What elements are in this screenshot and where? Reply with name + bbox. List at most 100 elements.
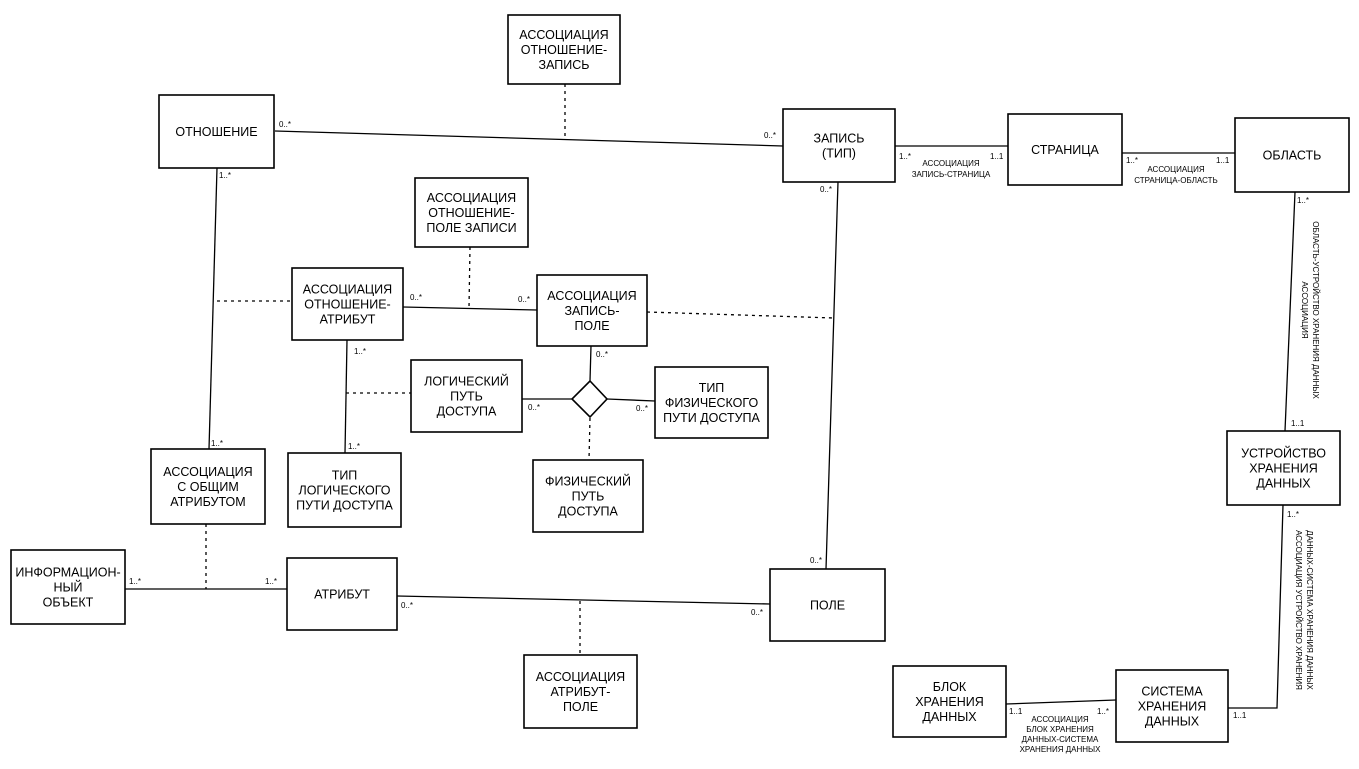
node-label-line: ОБЪЕКТ [43,596,94,610]
node-label-line: ХРАНЕНИЯ [915,695,984,709]
edge-device-system [1228,504,1284,709]
mult-device-system: 1..* [1287,510,1299,519]
mult-field-left: 0..* [751,608,763,617]
edge-record-field [825,181,839,570]
label-record-page-2: ЗАПИСЬ-СТРАНИЦА [912,170,991,179]
node-label-line: АТРИБУТ [320,313,376,327]
node-field[interactable]: ПОЛЕ [769,568,886,642]
mult-info-right: 1..* [129,577,141,586]
mult-page-record: 1..1 [990,152,1004,161]
edge-relattr-recfield [402,306,538,311]
node-label-line: ОБЛАСТЬ [1263,149,1322,163]
node-label-line: ДОСТУПА [558,505,618,519]
node-label-line: АССОЦИАЦИЯ [163,465,252,479]
dash-assoc-rel-recfield [468,246,471,309]
node-label-line: АТРИБУТ- [551,685,611,699]
node-label-line: ПОЛЕ [574,319,609,333]
node-label-line: ПУТИ ДОСТУПА [296,499,393,513]
node-attribute[interactable]: АТРИБУТ [286,557,398,631]
node-label-line: ХРАНЕНИЯ [1249,462,1318,476]
label-device-system-1: АССОЦИАЦИЯ УСТРОЙСТВО ХРАНЕНИЯ [1294,530,1303,690]
mult-lpt-top: 1..* [348,442,360,451]
edge-diamond-physicaltype [606,398,656,402]
node-label-line: АССОЦИАЦИЯ [547,289,636,303]
mult-record-relation: 0..* [764,131,776,140]
node-label-line: ПУТИ ДОСТУПА [663,411,760,425]
label-record-page-1: АССОЦИАЦИЯ [922,159,979,168]
label-area-device-2: ОБЛАСТЬ-УСТРОЙСТВО ХРАНЕНИЯ ДАННЫХ [1311,221,1320,399]
mult-physicaltype-left: 0..* [636,404,648,413]
node-label-line: БЛОК [933,680,967,694]
node-relation[interactable]: ОТНОШЕНИЕ [158,94,275,169]
dash-diamond-physical [588,417,591,461]
node-label-line: ЛОГИЧЕСКИЙ [424,374,509,389]
mult-field-top: 0..* [810,556,822,565]
node-area[interactable]: ОБЛАСТЬ [1234,117,1350,193]
node-label-line: (ТИП) [822,147,856,161]
node-label-line: ОТНОШЕНИЕ [175,125,257,139]
node-label-line: АССОЦИАЦИЯ [536,670,625,684]
node-label-line: ЗАПИСЬ [814,132,865,146]
mult-recfield-down: 0..* [596,350,608,359]
label-block-system-1: АССОЦИАЦИЯ [1031,715,1088,724]
mult-attr-right: 0..* [401,601,413,610]
node-label-line: ОТНОШЕНИЕ- [428,206,514,220]
label-block-system-3: ДАННЫХ-СИСТЕМА [1022,735,1099,744]
node-label-line: ДАННЫХ [1145,715,1200,729]
node-label-line: ОТНОШЕНИЕ- [304,298,390,312]
edge-recfield-diamond [589,345,592,382]
node-page[interactable]: СТРАНИЦА [1007,113,1123,186]
multiplicity-labels: 0..* 0..* 1..* 0..* 1..* 1..1 1..* 1..1 … [129,120,1309,720]
node-label-line: АТРИБУТОМ [170,495,245,509]
node-label-line: ПОЛЕ [810,599,845,613]
node-label-line: УСТРОЙСТВО [1241,446,1326,461]
edge-attribute-field [396,595,771,605]
mult-system-device: 1..1 [1233,711,1247,720]
mult-relation-down: 1..* [219,171,231,180]
label-area-device-1: АССОЦИАЦИЯ [1300,281,1309,338]
mult-commonattr-top: 1..* [211,439,223,448]
edge-area-device [1284,191,1296,432]
mult-attr-left: 1..* [265,577,277,586]
label-device-system-2: ДАННЫХ-СИСТЕМА ХРАНЕНИЯ ДАННЫХ [1305,530,1314,690]
node-label-line: АССОЦИАЦИЯ [427,191,516,205]
node-label-line: АССОЦИАЦИЯ [303,283,392,297]
node-label-line: СТРАНИЦА [1031,143,1099,157]
connectors [125,84,1296,709]
node-label-line: ПУТЬ [572,490,605,504]
mult-record-page: 1..* [899,152,911,161]
node-label-line: С ОБЩИМ [177,480,239,494]
label-block-system-4: ХРАНЕНИЯ ДАННЫХ [1020,745,1102,754]
node-label-line: ЗАПИСЬ- [564,304,619,318]
mult-block-system: 1..1 [1009,707,1023,716]
node-label-line: ЗАПИСЬ [539,58,590,72]
dash-recfield-record [646,311,835,319]
mult-device-area: 1..1 [1291,419,1305,428]
node-label-line: ПУТЬ [450,390,483,404]
node-label-line: СИСТЕМА [1141,685,1203,699]
node-record-type[interactable]: ЗАПИСЬ(ТИП) [782,108,896,183]
mult-area-device: 1..* [1297,196,1309,205]
mult-record-down: 0..* [820,185,832,194]
edge-relation-record [274,130,784,147]
node-label-line: АТРИБУТ [314,588,370,602]
node-label-line: АССОЦИАЦИЯ [519,28,608,42]
node-label-line: ОТНОШЕНИЕ- [521,43,607,57]
node-label-line: ЛОГИЧЕСКОГО [298,484,390,498]
edge-relattr-lpt [344,339,348,454]
